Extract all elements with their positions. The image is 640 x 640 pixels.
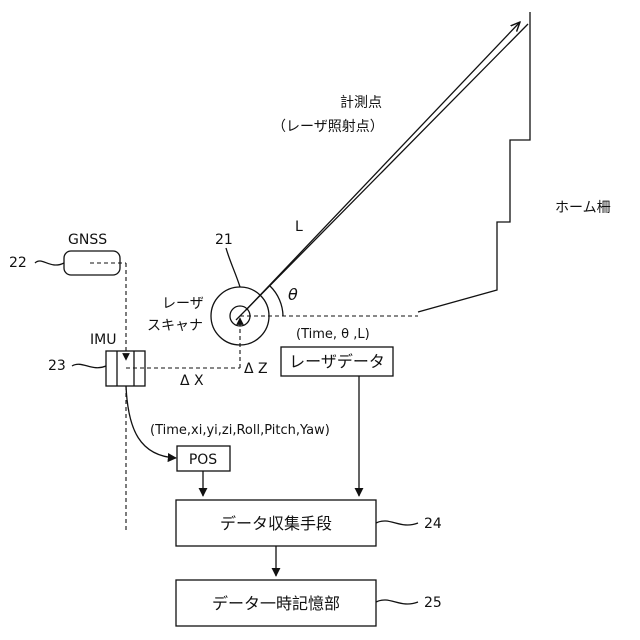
imu-ref-leader xyxy=(72,364,106,367)
angle-arc xyxy=(270,286,283,316)
data-collection-label: データ収集手段 xyxy=(220,514,332,533)
gnss-ref-leader xyxy=(35,261,64,265)
scanner-label-line1: レーザ xyxy=(162,296,204,312)
laser-beam-upper xyxy=(246,22,520,310)
storage-ref-number: 25 xyxy=(424,595,442,611)
imu-label: IMU xyxy=(90,332,116,348)
collection-ref-number: 24 xyxy=(424,516,442,532)
pos-label: POS xyxy=(189,452,217,468)
scanner-ref-number: 21 xyxy=(215,232,233,248)
distance-label: L xyxy=(295,219,303,235)
laser-beam-lower xyxy=(236,24,528,320)
platform-fence-label: ホーム柵 xyxy=(555,200,611,216)
scanner-ref-leader xyxy=(226,248,240,287)
laser-data-label: レーザデータ xyxy=(289,352,385,371)
delta-x-label: Δ X xyxy=(180,373,204,389)
collection-ref-leader xyxy=(376,521,418,525)
imu-to-pos-curve xyxy=(126,386,176,458)
delta-z-label: Δ Z xyxy=(244,361,268,377)
angle-label: θ xyxy=(288,285,298,304)
gnss-ref-number: 22 xyxy=(9,255,27,271)
pos-tuple-label: (Time,xi,yi,zi,Roll,Pitch,Yaw) xyxy=(150,423,330,438)
gnss-label: GNSS xyxy=(68,232,107,248)
platform-fence-profile xyxy=(418,12,530,312)
storage-ref-leader xyxy=(376,600,418,604)
scanner-label-line2: スキャナ xyxy=(147,318,203,334)
imu-ref-number: 23 xyxy=(48,358,66,374)
laser-point-label: （レーザ照射点） xyxy=(272,119,384,135)
measurement-point-label: 計測点 xyxy=(340,95,382,111)
laser-tuple-label: (Time, θ ,L) xyxy=(296,327,370,342)
data-storage-label: データ一時記憶部 xyxy=(212,594,340,613)
